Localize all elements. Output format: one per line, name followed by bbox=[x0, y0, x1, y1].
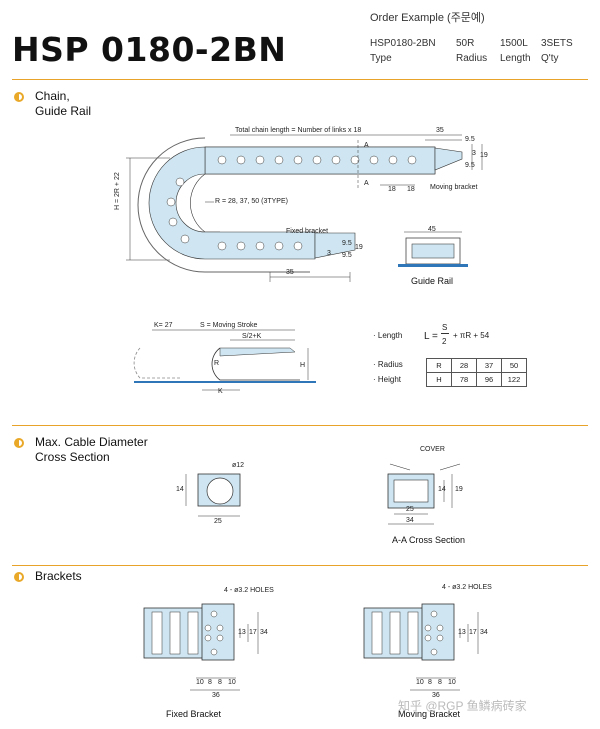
aa-section-drawing: COVER 14 19 25 34 bbox=[380, 444, 470, 532]
dim-14: 14 bbox=[176, 486, 184, 493]
radius-label: · Radius bbox=[373, 360, 403, 369]
watermark: 知乎 @RGP 鱼鳞病砖家 bbox=[398, 699, 527, 713]
dim-19-top: 19 bbox=[480, 152, 488, 159]
dim-3-top: 3 bbox=[472, 150, 476, 157]
k-27-label: K= 27 bbox=[154, 322, 173, 329]
dim-9-5-top: 9.5 bbox=[465, 136, 475, 143]
dim-10a: 10 bbox=[416, 679, 424, 686]
product-title: HSP 0180-2BN bbox=[12, 30, 287, 69]
bullet-icon bbox=[14, 92, 24, 102]
dim-9-5b-bottom: 9.5 bbox=[342, 252, 352, 259]
fraction-bar bbox=[441, 333, 449, 334]
section-a-bottom: A bbox=[364, 180, 369, 187]
dim-8a: 8 bbox=[208, 679, 212, 686]
formula-s: S bbox=[442, 323, 448, 332]
dim-45: 45 bbox=[428, 226, 436, 233]
moving-bracket-label: Moving bracket bbox=[430, 184, 478, 191]
k-label: K bbox=[218, 388, 223, 395]
order-type-label: Type bbox=[370, 53, 392, 64]
dim-14-aa: 14 bbox=[438, 486, 446, 493]
order-example-heading: Order Example (주문예) bbox=[370, 12, 485, 24]
chain-drawing: Total chain length = Number of links x 1… bbox=[110, 122, 490, 287]
table-row: R 28 37 50 bbox=[426, 358, 527, 373]
fixed-bracket-caption: Fixed Bracket bbox=[166, 709, 222, 719]
stroke-drawing: K= 27 S = Moving Stroke S/2+K R H K bbox=[130, 318, 320, 400]
section-title-chain: Chain, Guide Rail bbox=[35, 89, 92, 118]
dim-17: 17 bbox=[249, 629, 257, 636]
order-length-label: Length bbox=[500, 53, 531, 64]
section-a-top: A bbox=[364, 142, 369, 149]
dim-36: 36 bbox=[212, 692, 220, 699]
aa-section-caption: A-A Cross Section bbox=[392, 535, 466, 545]
dim-25-aa: 25 bbox=[406, 506, 414, 513]
formula-l-eq: L = bbox=[424, 331, 438, 342]
dim-10b: 10 bbox=[228, 679, 236, 686]
dim-18a: 18 bbox=[388, 186, 396, 193]
dim-34-aa: 34 bbox=[406, 517, 414, 524]
holes-label: 4 - ø3.2 HOLES bbox=[224, 587, 274, 594]
dim-34: 34 bbox=[480, 629, 488, 636]
diameter-12: ø12 bbox=[232, 462, 245, 469]
dim-8b: 8 bbox=[218, 679, 222, 686]
holes-label: 4 - ø3.2 HOLES bbox=[442, 584, 492, 591]
radius-note: R = 28, 37, 50 (3TYPE) bbox=[215, 198, 288, 205]
dim-34: 34 bbox=[260, 629, 268, 636]
section-title-cable: Max. Cable Diameter Cross Section bbox=[35, 435, 148, 464]
cover-label: COVER bbox=[420, 446, 445, 453]
formula-two: 2 bbox=[442, 337, 447, 346]
section-divider bbox=[12, 79, 588, 80]
height-label: · Height bbox=[373, 375, 402, 384]
order-radius-label: Radius bbox=[456, 53, 488, 64]
dim-3-bottom: 3 bbox=[327, 250, 331, 257]
dim-8b: 8 bbox=[438, 679, 442, 686]
height-note: H = 2R + 22 bbox=[114, 172, 121, 210]
dim-10b: 10 bbox=[448, 679, 456, 686]
table-row: H 78 96 122 bbox=[426, 372, 527, 387]
dim-8a: 8 bbox=[428, 679, 432, 686]
dim-25: 25 bbox=[214, 518, 222, 525]
dim-13: 13 bbox=[238, 629, 246, 636]
cable-section-drawing: ø12 14 25 bbox=[174, 460, 254, 530]
s2k-label: S/2+K bbox=[242, 333, 262, 340]
moving-bracket-caption: Moving Bracket bbox=[398, 709, 461, 719]
r-label: R bbox=[214, 360, 220, 367]
fixed-bracket-drawing: 4 - ø3.2 HOLES 13 17 34 10 8 8 10 36 bbox=[136, 584, 276, 704]
dim-35-bottom: 35 bbox=[286, 269, 294, 276]
total-length-label: Total chain length = Number of links x 1… bbox=[235, 127, 362, 134]
dim-9-5b-top: 9.5 bbox=[465, 162, 475, 169]
dim-9-5-bottom: 9.5 bbox=[342, 240, 352, 247]
length-label: · Length bbox=[373, 331, 403, 340]
dim-13: 13 bbox=[458, 629, 466, 636]
guide-rail-drawing: 45 bbox=[392, 224, 474, 286]
order-radius-value: 50R bbox=[456, 38, 475, 49]
moving-bracket-drawing: 4 - ø3.2 HOLES 13 17 34 10 8 8 10 36 bbox=[356, 584, 496, 704]
order-type-value: HSP0180-2BN bbox=[370, 38, 436, 49]
section-divider bbox=[12, 425, 588, 426]
order-qty-label: Q'ty bbox=[541, 53, 559, 64]
order-length-value: 1500L bbox=[500, 38, 528, 49]
bullet-icon bbox=[14, 438, 24, 448]
dim-18b: 18 bbox=[407, 186, 415, 193]
section-title-brackets: Brackets bbox=[35, 569, 82, 583]
h-label: H bbox=[300, 362, 306, 369]
radius-height-table: R 28 37 50 H 78 96 122 bbox=[426, 358, 527, 387]
dim-19-aa: 19 bbox=[455, 486, 463, 493]
dim-19-bottom: 19 bbox=[355, 244, 363, 251]
order-qty-value: 3SETS bbox=[541, 38, 573, 49]
dim-10a: 10 bbox=[196, 679, 204, 686]
dim-17: 17 bbox=[469, 629, 477, 636]
fixed-bracket-label: Fixed bracket bbox=[286, 228, 329, 235]
formula-rest: + πR + 54 bbox=[453, 331, 490, 340]
dim-35-top: 35 bbox=[436, 127, 444, 134]
section-divider bbox=[12, 565, 588, 566]
moving-stroke-label: S = Moving Stroke bbox=[200, 322, 258, 329]
bullet-icon bbox=[14, 572, 24, 582]
guide-rail-caption: Guide Rail bbox=[411, 276, 454, 286]
dim-36: 36 bbox=[432, 692, 440, 699]
